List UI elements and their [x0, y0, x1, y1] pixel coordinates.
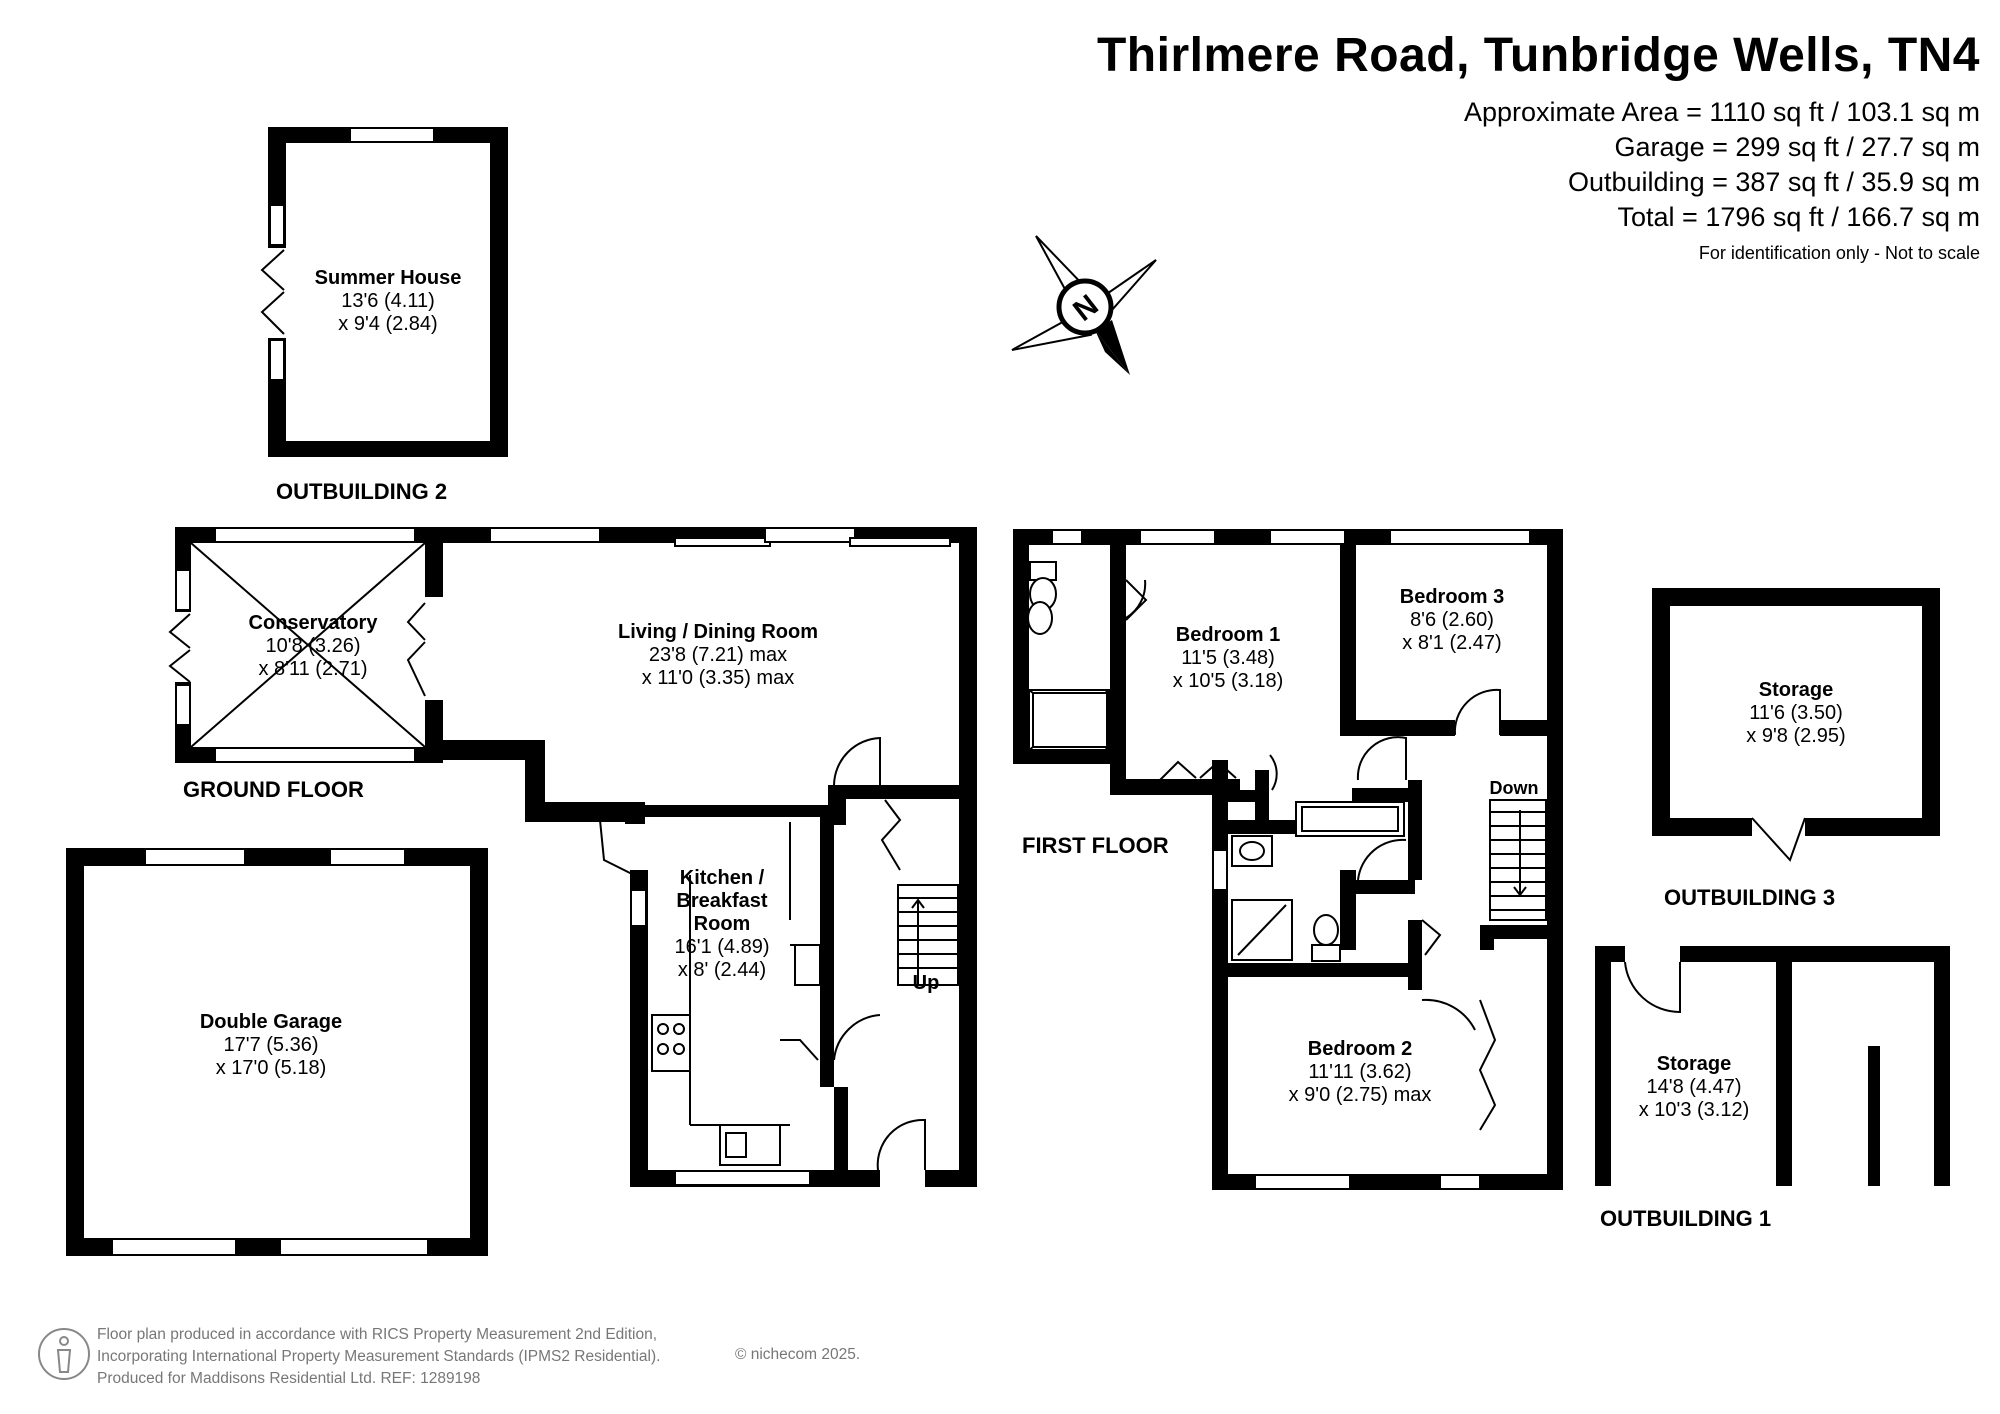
summer-house-label: Summer House 13'6 (4.11) x 9'4 (2.84) — [315, 267, 462, 335]
svg-text:8'6 (2.60): 8'6 (2.60) — [1410, 609, 1494, 631]
svg-text:Conservatory: Conservatory — [249, 612, 379, 634]
svg-text:Storage: Storage — [1759, 679, 1833, 701]
summer-house-walls — [260, 127, 508, 457]
kitchen-label: Kitchen / Breakfast Room 16'1 (4.89) x 8… — [675, 867, 770, 981]
svg-text:11'5 (3.48): 11'5 (3.48) — [1181, 647, 1275, 669]
svg-text:Breakfast: Breakfast — [676, 890, 768, 912]
svg-text:x 11'0 (3.35) max: x 11'0 (3.35) max — [642, 667, 794, 689]
footer-line-3: Produced for Maddisons Residential Ltd. … — [97, 1370, 481, 1387]
copyright: © nichecom 2025. — [735, 1346, 861, 1363]
double-garage-walls — [66, 848, 488, 1256]
ground-floor-walls — [168, 527, 977, 1187]
bedroom-2-label: Bedroom 2 11'11 (3.62) x 9'0 (2.75) max — [1289, 1038, 1432, 1106]
outbuilding-3-walls — [1652, 588, 1940, 862]
outbuilding-area: Outbuilding = 387 sq ft / 35.9 sq m — [1567, 167, 1980, 197]
svg-text:Room: Room — [694, 913, 751, 935]
svg-text:13'6 (4.11): 13'6 (4.11) — [341, 290, 435, 312]
outbuilding-1-walls — [1595, 946, 1950, 1186]
footer-line-1: Floor plan produced in accordance with R… — [97, 1326, 658, 1343]
first-floor-label: FIRST FLOOR — [1022, 833, 1169, 858]
svg-text:14'8 (4.47): 14'8 (4.47) — [1647, 1076, 1742, 1098]
svg-text:x 8'11 (2.71): x 8'11 (2.71) — [258, 658, 367, 680]
svg-text:x 9'4 (2.84): x 9'4 (2.84) — [338, 313, 437, 335]
svg-text:x 9'0 (2.75) max: x 9'0 (2.75) max — [1289, 1084, 1432, 1106]
outbuilding-1-label: OUTBUILDING 1 — [1600, 1206, 1771, 1231]
svg-text:Double Garage: Double Garage — [200, 1011, 342, 1033]
svg-text:Bedroom 2: Bedroom 2 — [1308, 1038, 1412, 1060]
double-garage-label: Double Garage 17'7 (5.36) x 17'0 (5.18) — [200, 1011, 342, 1079]
storage-1-label: Storage 14'8 (4.47) x 10'3 (3.12) — [1639, 1053, 1750, 1121]
footer-line-2: Incorporating International Property Mea… — [97, 1348, 661, 1365]
first-floor-walls — [1013, 529, 1563, 1190]
svg-text:x 17'0 (5.18): x 17'0 (5.18) — [216, 1057, 327, 1079]
svg-text:17'7 (5.36): 17'7 (5.36) — [224, 1034, 319, 1056]
identification-note: For identification only - Not to scale — [1698, 243, 1980, 263]
bedroom-1-label: Bedroom 1 11'5 (3.48) x 10'5 (3.18) — [1173, 624, 1284, 692]
approximate-area: Approximate Area = 1110 sq ft / 103.1 sq… — [1463, 97, 1980, 127]
svg-text:Bedroom 1: Bedroom 1 — [1176, 624, 1280, 646]
compass-north-arrow-icon: N — [1011, 235, 1157, 375]
svg-text:23'8 (7.21) max: 23'8 (7.21) max — [649, 644, 787, 666]
svg-text:x 10'3 (3.12): x 10'3 (3.12) — [1639, 1099, 1750, 1121]
svg-text:x 8' (2.44): x 8' (2.44) — [678, 959, 766, 981]
property-title: Thirlmere Road, Tunbridge Wells, TN4 — [1096, 29, 1980, 82]
svg-text:Kitchen /: Kitchen / — [680, 867, 765, 889]
svg-text:Living / Dining Room: Living / Dining Room — [618, 621, 818, 643]
svg-text:Summer House: Summer House — [315, 267, 462, 289]
svg-text:x 9'8 (2.95): x 9'8 (2.95) — [1746, 725, 1845, 747]
person-measure-icon — [38, 1328, 90, 1380]
svg-text:x 10'5 (3.18): x 10'5 (3.18) — [1173, 670, 1284, 692]
living-dining-label: Living / Dining Room 23'8 (7.21) max x 1… — [618, 621, 818, 689]
conservatory-label: Conservatory 10'8 (3.26) x 8'11 (2.71) — [249, 612, 379, 680]
outbuilding-3-label: OUTBUILDING 3 — [1664, 885, 1835, 910]
storage-3-label: Storage 11'6 (3.50) x 9'8 (2.95) — [1746, 679, 1845, 747]
svg-text:11'11 (3.62): 11'11 (3.62) — [1308, 1061, 1411, 1083]
footer-notes: Floor plan produced in accordance with R… — [97, 1324, 660, 1390]
svg-text:10'8 (3.26): 10'8 (3.26) — [266, 635, 361, 657]
svg-text:Storage: Storage — [1657, 1053, 1731, 1075]
svg-text:x 8'1 (2.47): x 8'1 (2.47) — [1402, 632, 1501, 654]
svg-text:Bedroom 3: Bedroom 3 — [1400, 586, 1504, 608]
outbuilding-2-label: OUTBUILDING 2 — [276, 479, 447, 504]
garage-area: Garage = 299 sq ft / 27.7 sq m — [1614, 132, 1980, 162]
stairs-down-label: Down — [1490, 778, 1539, 798]
total-area: Total = 1796 sq ft / 166.7 sq m — [1617, 202, 1980, 232]
svg-text:16'1 (4.89): 16'1 (4.89) — [675, 936, 770, 958]
ground-floor-label: GROUND FLOOR — [183, 777, 364, 802]
stairs-up-label: Up — [913, 972, 940, 994]
svg-text:11'6 (3.50): 11'6 (3.50) — [1749, 702, 1843, 724]
bedroom-3-label: Bedroom 3 8'6 (2.60) x 8'1 (2.47) — [1400, 586, 1504, 654]
